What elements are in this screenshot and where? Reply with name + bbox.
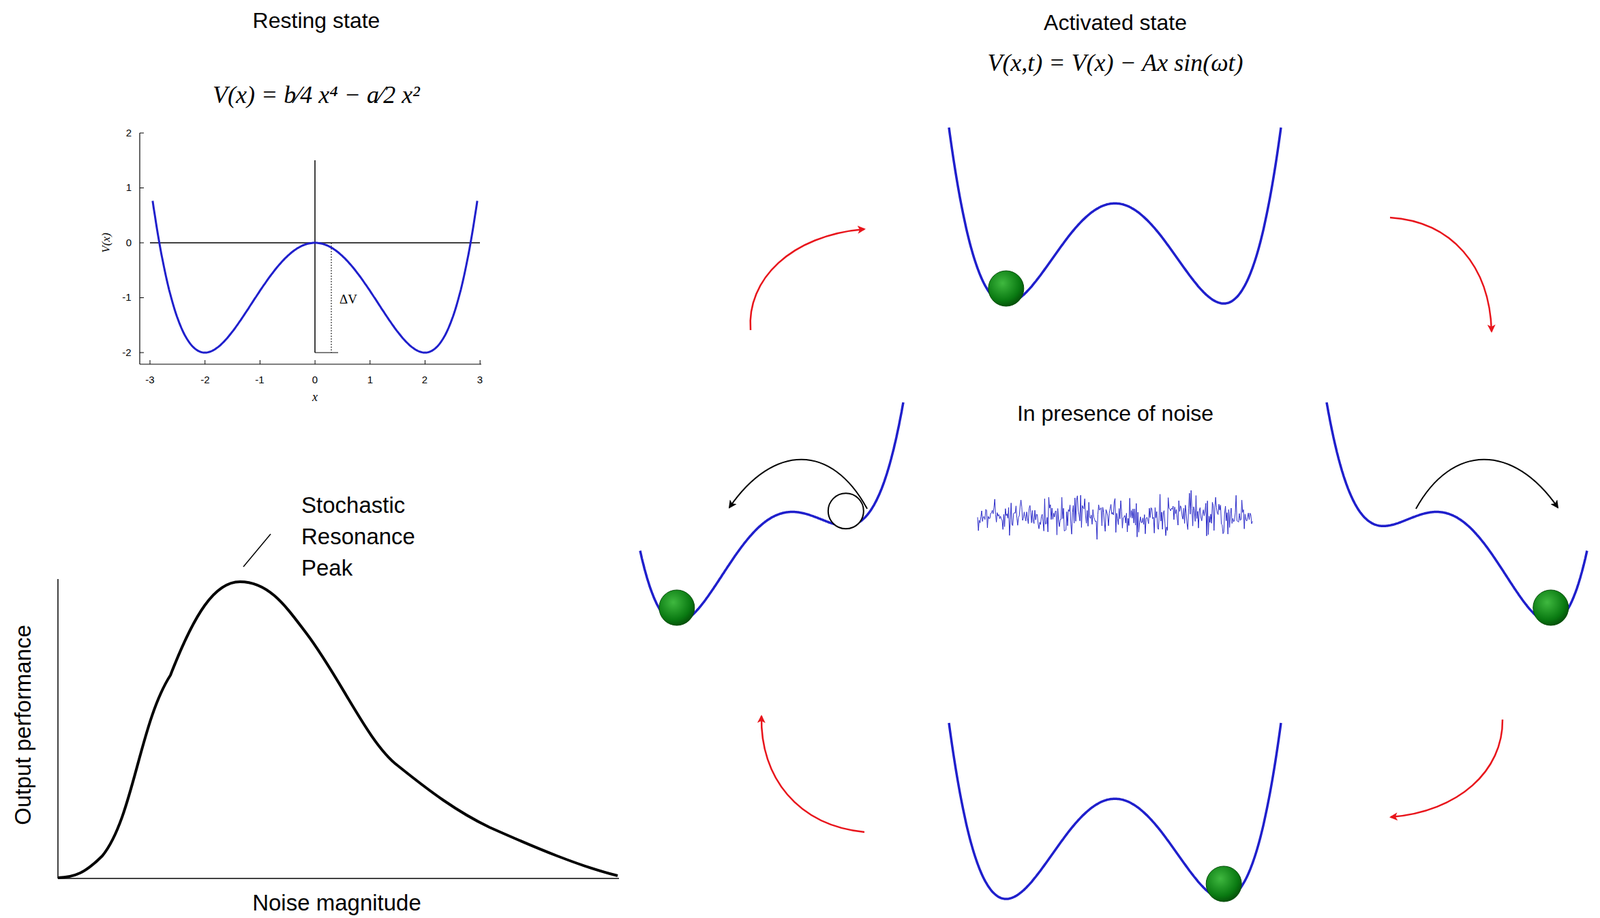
cycle-arrow (761, 715, 865, 832)
axis-label: Noise magnitude (252, 889, 422, 916)
tick-label: 0 (312, 373, 318, 386)
cycle-arrow (750, 229, 865, 330)
plot-frame (139, 363, 482, 365)
tick-label: -2 (122, 346, 131, 358)
tick-mark (139, 187, 144, 189)
particle (659, 589, 695, 626)
tick-mark (139, 242, 144, 244)
cycle-arrow (1390, 217, 1492, 332)
chart-axis (57, 578, 59, 879)
panel-label: In presence of noise (1017, 400, 1214, 427)
empty-position (828, 492, 864, 529)
formula: V(x) = b⁄4 x⁴ − a⁄2 x² (212, 81, 420, 110)
cycle-arrow (1390, 719, 1503, 817)
particle (1205, 865, 1242, 902)
callout-label: Stochastic Resonance Peak (301, 489, 431, 585)
tick-label: -2 (200, 373, 210, 386)
hop-arrow (729, 459, 868, 509)
tick-label: 2 (126, 126, 132, 139)
delta-v-marker (314, 352, 339, 354)
panel-title: Resting state (252, 8, 381, 34)
tick-label: -1 (254, 373, 264, 386)
axis-label: x (312, 389, 318, 405)
tick-mark (139, 132, 144, 134)
particle (1533, 589, 1569, 626)
tick-label: 1 (126, 181, 132, 193)
tick-mark (139, 297, 144, 298)
axis-line (314, 160, 316, 353)
tick-mark (149, 359, 151, 365)
tick-mark (424, 359, 426, 365)
tick-label: 2 (421, 373, 428, 386)
tick-mark (259, 359, 261, 365)
tick-mark (204, 359, 206, 365)
tick-mark (479, 359, 481, 365)
chart-axis (57, 877, 620, 879)
tick-label: 1 (367, 373, 373, 386)
plot-frame (139, 132, 140, 365)
tick-mark (314, 359, 316, 365)
delta-v-marker (331, 242, 332, 353)
marker-label: ΔV (339, 291, 358, 307)
formula: V(x,t) = V(x) − Ax sin(ωt) (987, 49, 1243, 78)
tick-label: 0 (126, 236, 132, 249)
cycle-arrows (729, 217, 1558, 832)
tick-mark (369, 359, 371, 365)
leader-line (243, 533, 271, 567)
panel-title: Activated state (1043, 10, 1187, 36)
tick-label: 3 (477, 373, 483, 386)
potential-well (640, 402, 904, 623)
tick-label: -1 (122, 291, 131, 303)
hop-arrow (1415, 459, 1558, 509)
axis-label: Output performance (10, 624, 37, 825)
potential-well (1326, 402, 1588, 623)
axis-label: V(x) (99, 232, 114, 253)
particle (988, 270, 1024, 307)
noise-trace (977, 490, 1253, 540)
double-well-curve (152, 201, 478, 354)
tick-label: -3 (145, 373, 155, 386)
resonance-curve (57, 581, 618, 878)
tick-mark (139, 352, 144, 354)
performance-chart (57, 533, 620, 879)
potential-plot (139, 132, 482, 365)
